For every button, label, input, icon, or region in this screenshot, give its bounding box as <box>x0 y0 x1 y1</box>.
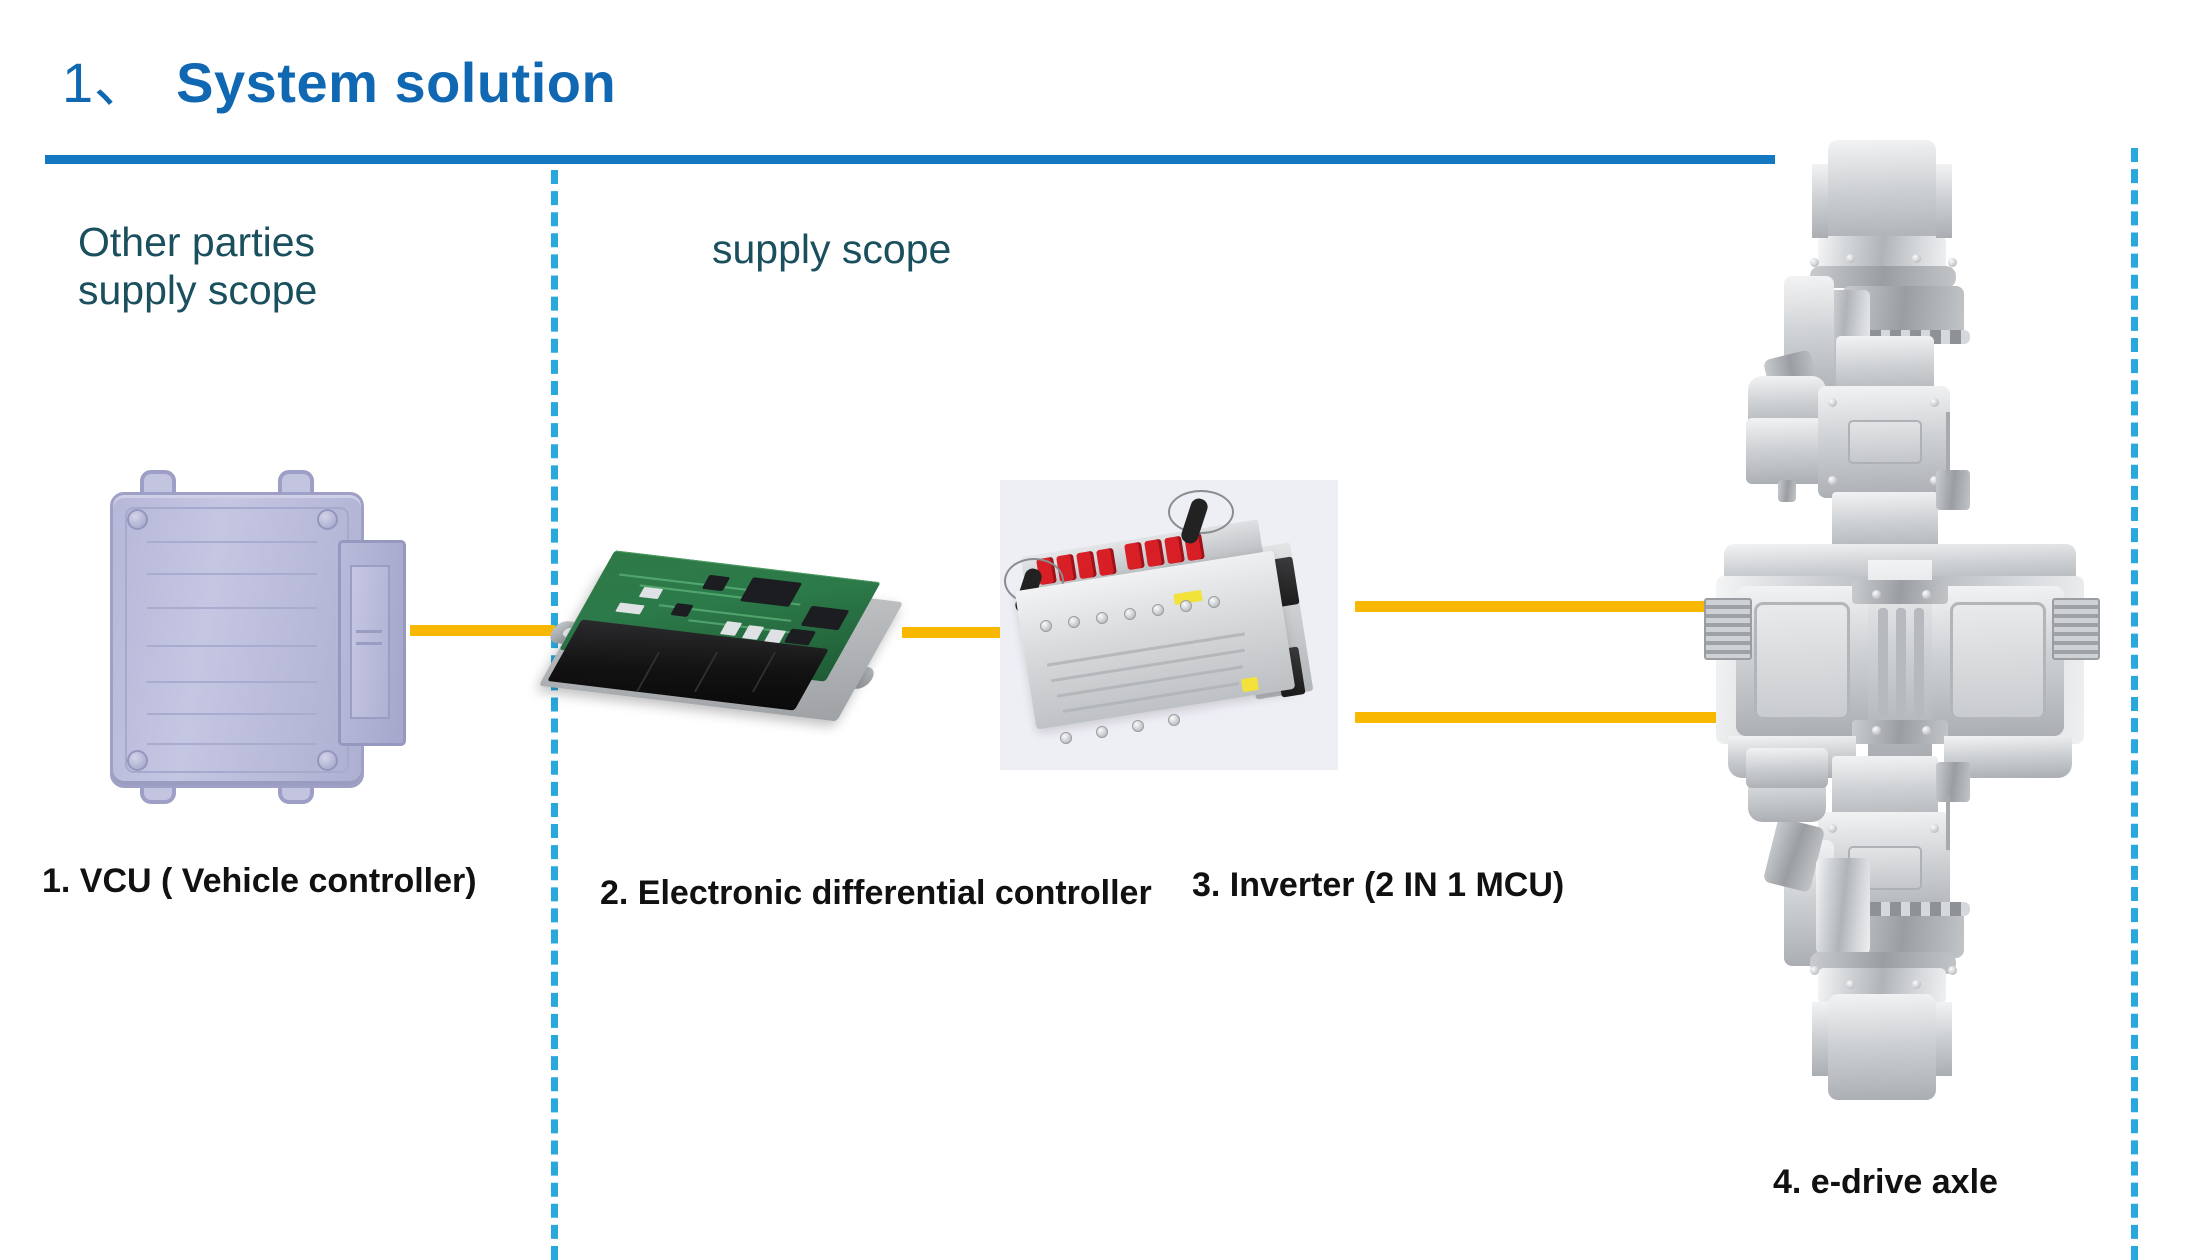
scope-label-other-parties-line1: Other parties <box>78 219 315 265</box>
component-caption-inverter: 3. Inverter (2 IN 1 MCU) <box>1192 866 1565 904</box>
pcb-controller-image <box>538 550 904 740</box>
connector-line-inverter-to-axle-lower <box>1355 712 1755 723</box>
scope-label-other-parties-line2: supply scope <box>78 267 318 314</box>
scope-divider-right <box>2131 148 2138 1260</box>
vcu-ecu-box-image <box>110 470 410 804</box>
connector-line-pcb-to-inverter <box>902 627 1020 638</box>
component-caption-e-drive-axle: 4. e-drive axle <box>1773 1163 1998 1201</box>
vcu-housing <box>110 492 364 788</box>
scope-label-supply-line1: supply scope <box>712 226 952 272</box>
inverter-image <box>1000 480 1338 770</box>
connector-line-vcu-to-pcb <box>410 625 555 636</box>
connector-line-inverter-to-axle-upper <box>1355 601 1755 612</box>
axle-wheel-hub-bottom <box>1828 994 1936 1100</box>
axle-hv-port-upper <box>1704 598 1752 660</box>
header-divider-rule <box>45 155 1775 164</box>
page-title-text: System solution <box>176 51 617 114</box>
component-caption-differential-controller: 2. Electronic differential controller <box>600 874 1152 912</box>
axle-hv-port-right <box>2052 598 2100 660</box>
page-title: 1、 System solution <box>62 38 616 119</box>
scope-divider-left <box>551 170 558 1260</box>
page-title-number: 1、 <box>62 51 151 114</box>
scope-label-other-parties: Other parties supply scope <box>78 218 317 315</box>
e-drive-axle-image <box>1700 140 2100 1150</box>
axle-wheel-hub-top <box>1828 140 1936 246</box>
inverter-yellow-label <box>1241 676 1259 693</box>
inverter-image-panel <box>1000 480 1338 770</box>
inverter-callout-circle <box>1168 490 1234 534</box>
scope-label-supply: supply scope <box>712 225 951 273</box>
component-caption-vcu: 1. VCU ( Vehicle controller) <box>42 862 477 900</box>
